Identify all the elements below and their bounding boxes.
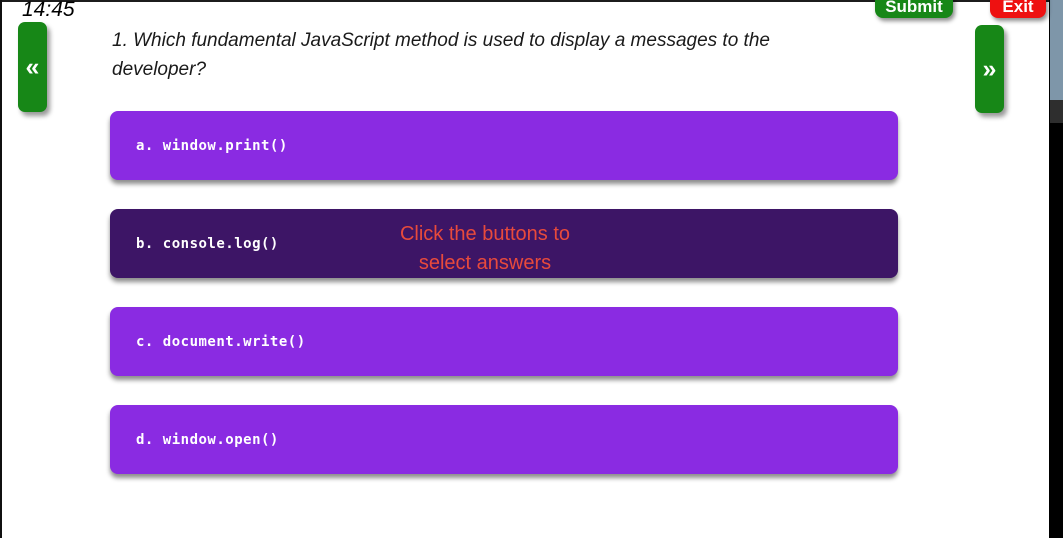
answer-button-d[interactable]: d. window.open() [110,405,898,474]
scrollbar-track [1050,100,1063,123]
answer-button-a[interactable]: a. window.print() [110,111,898,180]
answer-button-b[interactable]: b. console.log() [110,209,898,278]
submit-button[interactable]: Submit [875,0,953,18]
window-top-edge [0,0,1063,2]
next-question-button[interactable]: » [975,25,1004,113]
chevron-left-icon: « [25,52,40,81]
previous-question-button[interactable]: « [18,22,47,112]
answer-button-c[interactable]: c. document.write() [110,307,898,376]
scrollbar[interactable] [1049,0,1063,538]
chevron-right-icon: » [982,54,997,83]
timer-text: 14:45 [22,0,75,21]
exit-button[interactable]: Exit [990,0,1046,18]
scrollbar-thumb[interactable] [1050,0,1063,100]
question-text: 1. Which fundamental JavaScript method i… [112,30,770,80]
window-left-edge [0,0,2,538]
answer-list: a. window.print() b. console.log() c. do… [110,111,898,474]
